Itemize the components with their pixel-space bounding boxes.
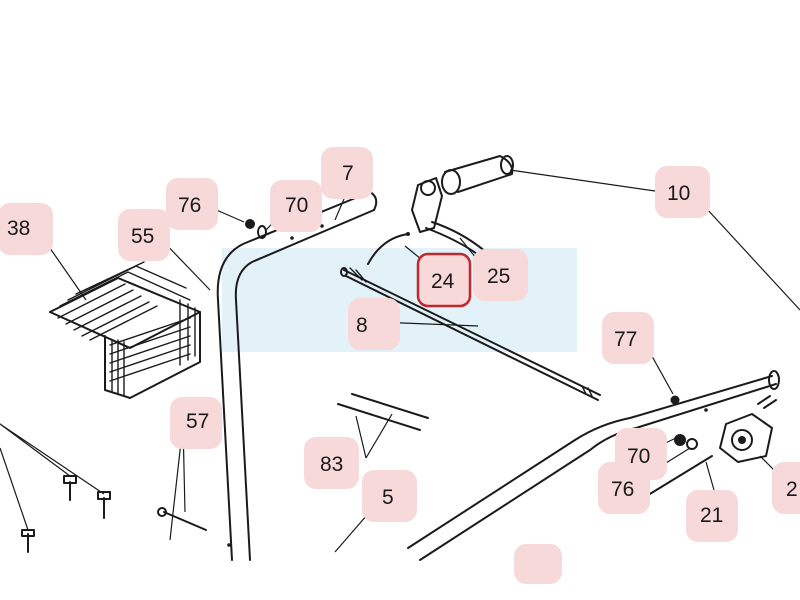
label-7[interactable]: 7 [342, 162, 354, 185]
part-8-rod[interactable] [340, 267, 601, 401]
label-70-lower[interactable]: 70 [627, 445, 650, 468]
label-badges [0, 147, 800, 584]
part-57-screws[interactable] [157, 507, 207, 531]
label-24[interactable]: 24 [431, 270, 455, 293]
part-7-handle-tube[interactable] [216, 191, 378, 561]
label-76-lower[interactable]: 76 [611, 478, 634, 501]
label-76-upper[interactable]: 76 [178, 194, 201, 217]
label-21[interactable]: 21 [700, 504, 723, 527]
part-labels: 38 55 76 70 7 10 24 25 8 77 57 83 5 70 7… [7, 162, 798, 527]
part-77-bolt[interactable] [670, 395, 680, 405]
part-screws-far-left[interactable] [21, 475, 111, 553]
label-10[interactable]: 10 [667, 182, 690, 205]
label-77[interactable]: 77 [614, 328, 637, 351]
part-83-pins[interactable] [337, 393, 429, 431]
selected-part-ring [416, 252, 472, 308]
label-83[interactable]: 83 [320, 453, 343, 476]
part-24-cable[interactable] [367, 232, 410, 265]
part-70-washer-lower[interactable] [674, 434, 686, 446]
part-25-brake-lever[interactable] [411, 177, 487, 257]
label-25[interactable]: 25 [487, 265, 510, 288]
part-2x-switch-box[interactable] [719, 395, 777, 463]
label-57[interactable]: 57 [186, 410, 209, 433]
label-70-upper[interactable]: 70 [285, 194, 308, 217]
label-5[interactable]: 5 [382, 486, 394, 509]
label-38[interactable]: 38 [7, 217, 30, 240]
part-76-bolt-upper[interactable] [245, 219, 255, 229]
part-76-bolt-lower[interactable] [686, 438, 698, 450]
label-55[interactable]: 55 [131, 225, 154, 248]
label-2x[interactable]: 2 [786, 478, 798, 501]
part-10-grip[interactable] [441, 155, 514, 195]
part-38-wire-basket[interactable] [49, 261, 201, 399]
part-70-washer-upper[interactable] [257, 225, 267, 239]
label-8[interactable]: 8 [356, 314, 368, 337]
